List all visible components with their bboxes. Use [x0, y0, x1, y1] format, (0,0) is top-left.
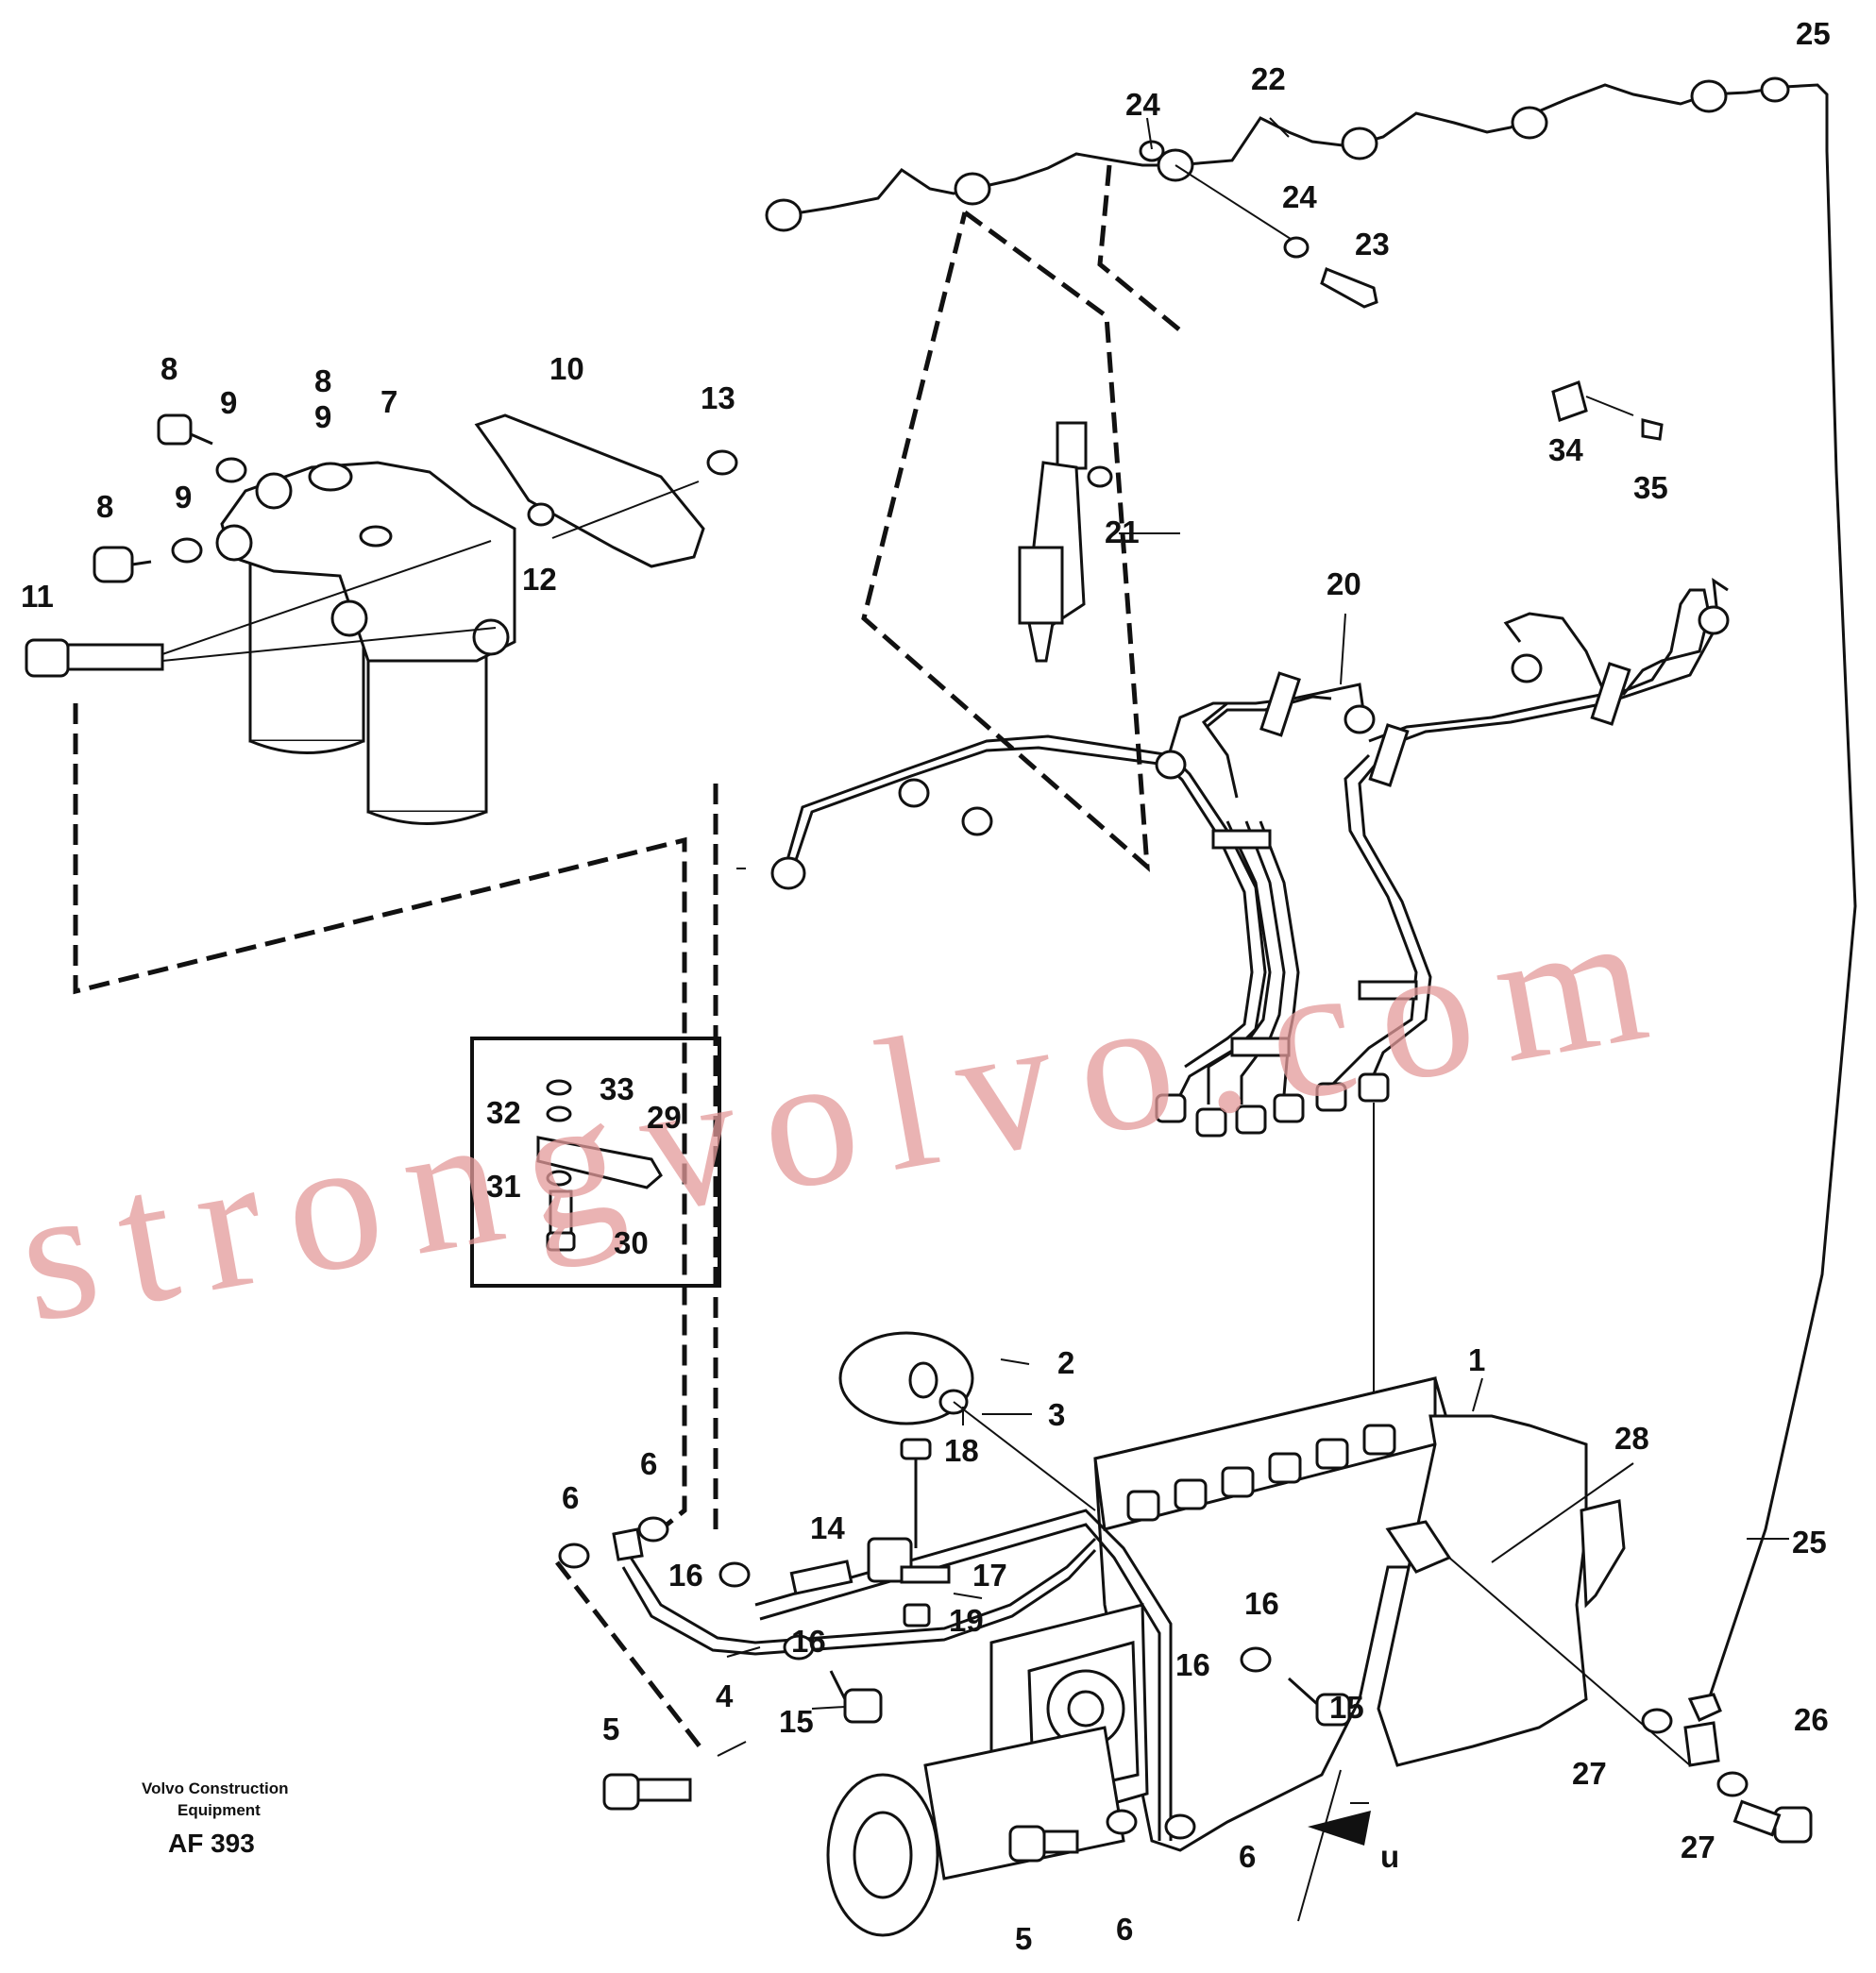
callout-16b: 16 [791, 1624, 826, 1659]
callout-6b: 6 [640, 1446, 657, 1481]
injection-line-bundle-20 [770, 577, 1730, 1407]
company-line-2: Equipment [177, 1801, 261, 1819]
callout-5b: 5 [1015, 1921, 1032, 1956]
inset-bracket-detail [470, 1037, 721, 1288]
callout-25a: 25 [1796, 16, 1831, 51]
figure-footer: Volvo Construction Equipment AF 393 [142, 1779, 289, 1858]
callout-15a: 15 [779, 1704, 814, 1739]
leader-lines [717, 117, 1789, 1922]
callout-20: 20 [1327, 566, 1361, 601]
clamp-34-and-screw-35 [1551, 380, 1664, 441]
callout-22: 22 [1251, 61, 1286, 96]
callout-21: 21 [1105, 514, 1140, 549]
callout-24a: 24 [1125, 87, 1160, 122]
callout-19: 19 [949, 1603, 984, 1638]
callout-12: 12 [522, 562, 557, 597]
callout-28: 28 [1614, 1421, 1649, 1456]
callout-27b: 27 [1681, 1830, 1715, 1864]
callout-18: 18 [944, 1433, 979, 1468]
return-line-25 [1687, 150, 1857, 1722]
callout-2: 2 [1057, 1345, 1074, 1380]
callout-6d: 6 [1116, 1912, 1133, 1947]
callout-26: 26 [1794, 1702, 1829, 1737]
callout-16a: 16 [668, 1558, 703, 1593]
callout-34: 34 [1548, 432, 1583, 467]
callout-5a: 5 [602, 1712, 619, 1746]
callout-6c: 6 [1239, 1839, 1256, 1874]
callout-9a: 9 [220, 385, 237, 420]
callout-17: 17 [972, 1558, 1007, 1593]
callout-9b: 9 [314, 399, 331, 434]
callout-35: 35 [1633, 470, 1668, 505]
fuel-filter-assembly [25, 413, 738, 825]
figure-code: AF 393 [168, 1829, 255, 1858]
injection-line-22 [765, 76, 1829, 309]
callout-11: 11 [21, 579, 54, 614]
callout-33: 33 [600, 1071, 634, 1106]
callout-31: 31 [486, 1169, 521, 1204]
callout-3: 3 [1048, 1397, 1065, 1432]
injector-21 [1018, 421, 1113, 663]
callout-16d: 16 [1244, 1586, 1279, 1621]
callout-29: 29 [647, 1100, 682, 1135]
callout-1: 1 [1468, 1342, 1485, 1377]
callout-8a: 8 [161, 351, 177, 386]
callout-13: 13 [701, 380, 735, 415]
dashed-connection-lines [73, 164, 1182, 1753]
callout-15b: 15 [1329, 1690, 1364, 1725]
callout-10: 10 [549, 351, 584, 386]
callout-4: 4 [716, 1678, 734, 1713]
callout-6a: 6 [562, 1480, 579, 1515]
callout-9c: 9 [175, 480, 192, 514]
injection-pump-1 [558, 1331, 1813, 1937]
callout-7: 7 [380, 384, 397, 419]
callout-8c: 8 [96, 489, 113, 524]
watermark: strongvolvo.com [4, 867, 1685, 1362]
callout-view-u: u [1380, 1839, 1399, 1874]
callout-25b: 25 [1792, 1525, 1827, 1560]
callout-8b: 8 [314, 363, 331, 398]
callout-32: 32 [486, 1095, 521, 1130]
callout-24b: 24 [1282, 179, 1317, 214]
view-arrow-icon [1308, 1811, 1371, 1846]
company-line-1: Volvo Construction [142, 1779, 289, 1797]
callout-30: 30 [614, 1225, 649, 1260]
callout-14: 14 [810, 1510, 845, 1545]
callout-16c: 16 [1175, 1647, 1210, 1682]
callout-numbers: 1 2 3 4 5 5 6 6 6 6 7 8 8 8 9 9 9 10 11 … [21, 16, 1831, 1956]
callout-23: 23 [1355, 227, 1390, 261]
callout-27a: 27 [1572, 1756, 1607, 1791]
